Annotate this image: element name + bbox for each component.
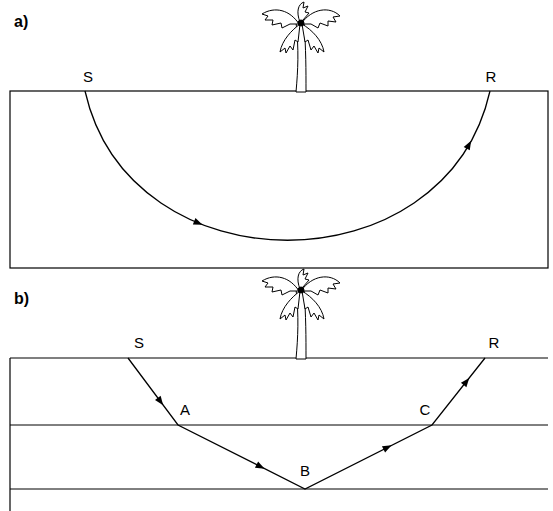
- point-label: B: [300, 463, 310, 478]
- point-label: S: [134, 335, 144, 350]
- arrowhead: [464, 141, 471, 151]
- panel-label: a): [14, 14, 28, 30]
- arrowhead: [193, 218, 203, 225]
- ray-curve: [85, 91, 490, 240]
- arrowhead: [255, 461, 265, 468]
- point-label: A: [180, 402, 190, 417]
- panel-label: b): [14, 291, 29, 307]
- point-label: R: [486, 69, 497, 84]
- palm-tree: [262, 269, 340, 359]
- arrowhead: [461, 378, 469, 387]
- point-label: R: [489, 335, 500, 350]
- earth-block: [10, 91, 548, 268]
- arrowheads: [155, 141, 471, 469]
- palm-tree: [262, 2, 340, 92]
- ray-path: [128, 358, 485, 489]
- arrowhead: [155, 396, 163, 405]
- point-label: S: [83, 69, 93, 84]
- arrowhead: [382, 445, 392, 452]
- point-label: C: [420, 402, 431, 417]
